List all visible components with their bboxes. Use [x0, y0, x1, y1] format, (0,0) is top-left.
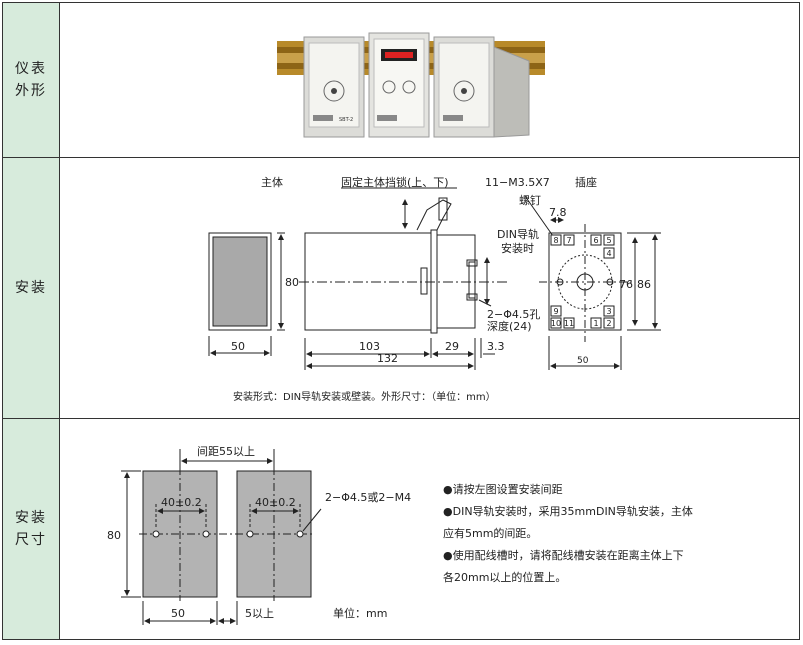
spacing-label: 间距55以上: [197, 445, 255, 458]
dimension-label: 80: [285, 276, 299, 289]
terminal-label: 4: [606, 249, 611, 258]
mount-hole: [152, 530, 160, 538]
hole-label: 2−Φ4.5或2−M4: [325, 491, 411, 504]
din-label: 安装时: [501, 241, 534, 255]
mount-hole: [246, 530, 254, 538]
dimension-label: 5以上: [245, 607, 274, 620]
dimension-label: 86: [637, 278, 651, 291]
socket-title: 插座: [575, 175, 597, 189]
section-appearance: 仪表外形: [2, 2, 800, 158]
pitch-label: 40±0.2: [161, 496, 202, 509]
terminal-label: 6: [593, 236, 598, 245]
mount-hole: [202, 530, 210, 538]
dimension-label: 50: [231, 340, 245, 353]
hole-label: 2−Φ4.5孔: [487, 308, 540, 321]
mount-hole: [296, 530, 304, 538]
dimension-label: 80: [107, 529, 121, 542]
device-badge: SBT-2: [339, 117, 353, 123]
terminal-label: 2: [606, 319, 611, 328]
section-label: 安装尺寸: [3, 419, 60, 639]
dimension-label: 50: [577, 356, 589, 366]
terminal-label: 8: [553, 236, 558, 245]
screw-spec: 11−M3.5X7: [485, 176, 550, 189]
terminal-label: 3: [606, 307, 611, 316]
section-label: 仪表外形: [3, 3, 60, 157]
terminal-label: 7: [566, 236, 571, 245]
main-body-title: 主体: [261, 175, 283, 189]
mounting-content: 间距55以上 40±0.2 40±0.2 2−Φ4.5或2−M4 80 50 5…: [59, 419, 799, 639]
front-view: [208, 232, 272, 331]
terminal-label: 9: [553, 307, 558, 316]
screw-label: 螺钉: [519, 194, 541, 207]
note-item: 各20mm以上的位置上。: [443, 571, 567, 584]
dimension-label: 132: [377, 352, 398, 365]
hole-label: 深度(24): [487, 319, 532, 333]
dimension-label: 50: [171, 607, 185, 620]
dimension-label: 7.8: [549, 206, 567, 219]
note-item: ●请按左图设置安装间距: [443, 483, 563, 496]
note-item: ●DIN导轨安装时，采用35mmDIN导轨安装，主体: [443, 505, 693, 518]
note-item: 应有5mm的间距。: [443, 527, 538, 540]
din-label: DIN导轨: [497, 227, 539, 241]
terminal-label: 10: [551, 319, 561, 328]
install-caption: 安装形式：DIN导轨安装或壁装。外形尺寸：（单位：mm）: [233, 390, 496, 403]
section-mounting: 安装尺寸: [2, 418, 800, 640]
pitch-label: 40±0.2: [255, 496, 296, 509]
dimension-label: 29: [445, 340, 459, 353]
terminal-label: 11: [564, 319, 574, 328]
mounting-drawing: 间距55以上 40±0.2 40±0.2 2−Φ4.5或2−M4 80 50 5…: [107, 445, 411, 625]
device-photo: SBT-2: [277, 32, 545, 138]
mounting-notes: ●请按左图设置安装间距 ●DIN导轨安装时，采用35mmDIN导轨安装，主体 应…: [443, 479, 703, 589]
installation-drawing: 8 7 6 5 4 9 3 10 11 1 2: [208, 175, 661, 403]
terminal-label: 5: [606, 236, 611, 245]
appearance-content: SBT-2: [59, 3, 799, 157]
lock-label: 固定主体挡锁(上、下): [341, 175, 449, 189]
section-label: 安装: [3, 158, 60, 418]
installation-content: 8 7 6 5 4 9 3 10 11 1 2: [59, 158, 799, 418]
dimension-label: 76: [619, 278, 633, 291]
note-item: ●使用配线槽时，请将配线槽安装在距离主体上下: [443, 549, 684, 562]
dimension-label: 3.3: [487, 340, 505, 353]
dimension-label: 103: [359, 340, 380, 353]
unit-label: 单位：mm: [333, 606, 387, 620]
terminal-label: 1: [593, 319, 598, 328]
section-installation: 安装: [2, 157, 800, 419]
